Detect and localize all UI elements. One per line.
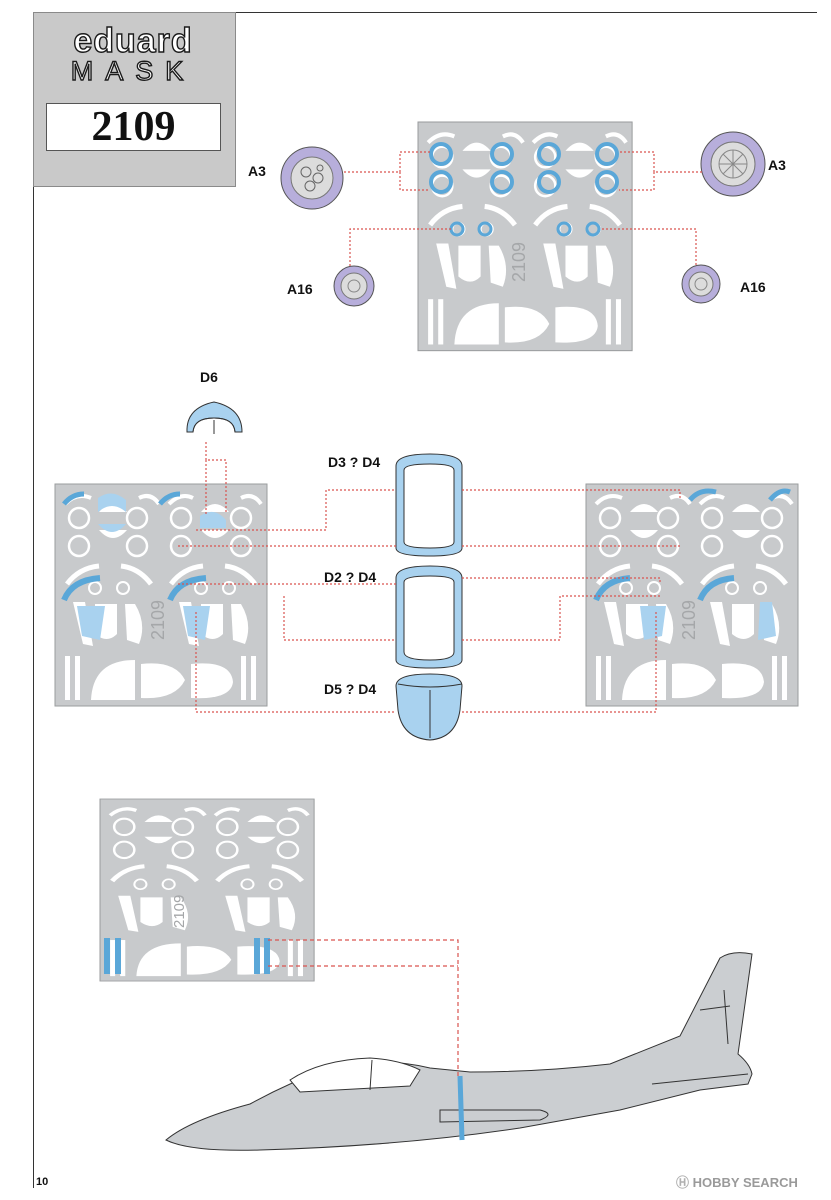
mask-d5-d4 <box>395 673 463 741</box>
mask-sheet-right <box>586 484 798 706</box>
sheet-code-right: 2109 <box>679 600 699 640</box>
page-number: 10 <box>36 1176 49 1188</box>
leader-lines-bottom <box>268 939 459 1078</box>
brand-logo-eduard: eduard <box>73 22 193 60</box>
highlight-ring <box>429 142 453 166</box>
mask-d3-d4 <box>395 453 463 557</box>
wheel-a16-left <box>333 265 375 307</box>
sheet-code-top: 2109 <box>509 242 529 282</box>
brand-box <box>33 12 236 187</box>
sheet-code-left: 2109 <box>148 600 168 640</box>
label-d5-d4: D5 ? D4 <box>324 681 376 697</box>
mask-sheet-left <box>55 484 267 706</box>
highlight-ring <box>537 142 561 166</box>
mask-sheet-top <box>418 122 632 351</box>
highlight-ring <box>429 170 453 194</box>
sheet-code-bottom: 2109 <box>171 895 188 928</box>
label-d3-d4: D3 ? D4 <box>328 454 380 470</box>
watermark: Ⓗ HOBBY SEARCH <box>676 1172 798 1191</box>
highlight-ring <box>595 170 619 194</box>
mask-sheet-bottom <box>100 799 314 981</box>
label-a3-left: A3 <box>248 163 266 179</box>
watermark-text: HOBBY SEARCH <box>692 1175 798 1190</box>
set-number: 2109 <box>91 104 176 150</box>
mask-d6 <box>186 401 243 434</box>
brand-logo-mask: MASK <box>70 56 196 86</box>
highlight-ring <box>490 142 514 166</box>
highlight-ring <box>537 170 561 194</box>
label-a16-left: A16 <box>287 281 313 297</box>
leader-lines-middle <box>178 442 681 713</box>
wheel-a3-right <box>700 131 766 197</box>
wheel-a16-right <box>681 264 721 304</box>
label-d2-d4: D2 ? D4 <box>324 569 376 585</box>
wheel-a3-left <box>280 146 344 210</box>
label-a3-right: A3 <box>768 157 786 173</box>
aircraft-side-view <box>165 952 753 1151</box>
highlight-ring <box>477 221 493 237</box>
highlight-ring <box>490 170 514 194</box>
mask-d2-d4 <box>395 565 463 669</box>
label-a16-right: A16 <box>740 279 766 295</box>
highlight-ring <box>585 221 601 237</box>
label-d6: D6 <box>200 369 218 385</box>
page-frame <box>33 12 817 1188</box>
highlight-ring <box>595 142 619 166</box>
highlight-ring <box>556 221 572 237</box>
set-number-box: 2109 <box>46 103 221 151</box>
leader-lines-top <box>344 151 702 266</box>
watermark-logo-icon: Ⓗ <box>676 1175 690 1190</box>
